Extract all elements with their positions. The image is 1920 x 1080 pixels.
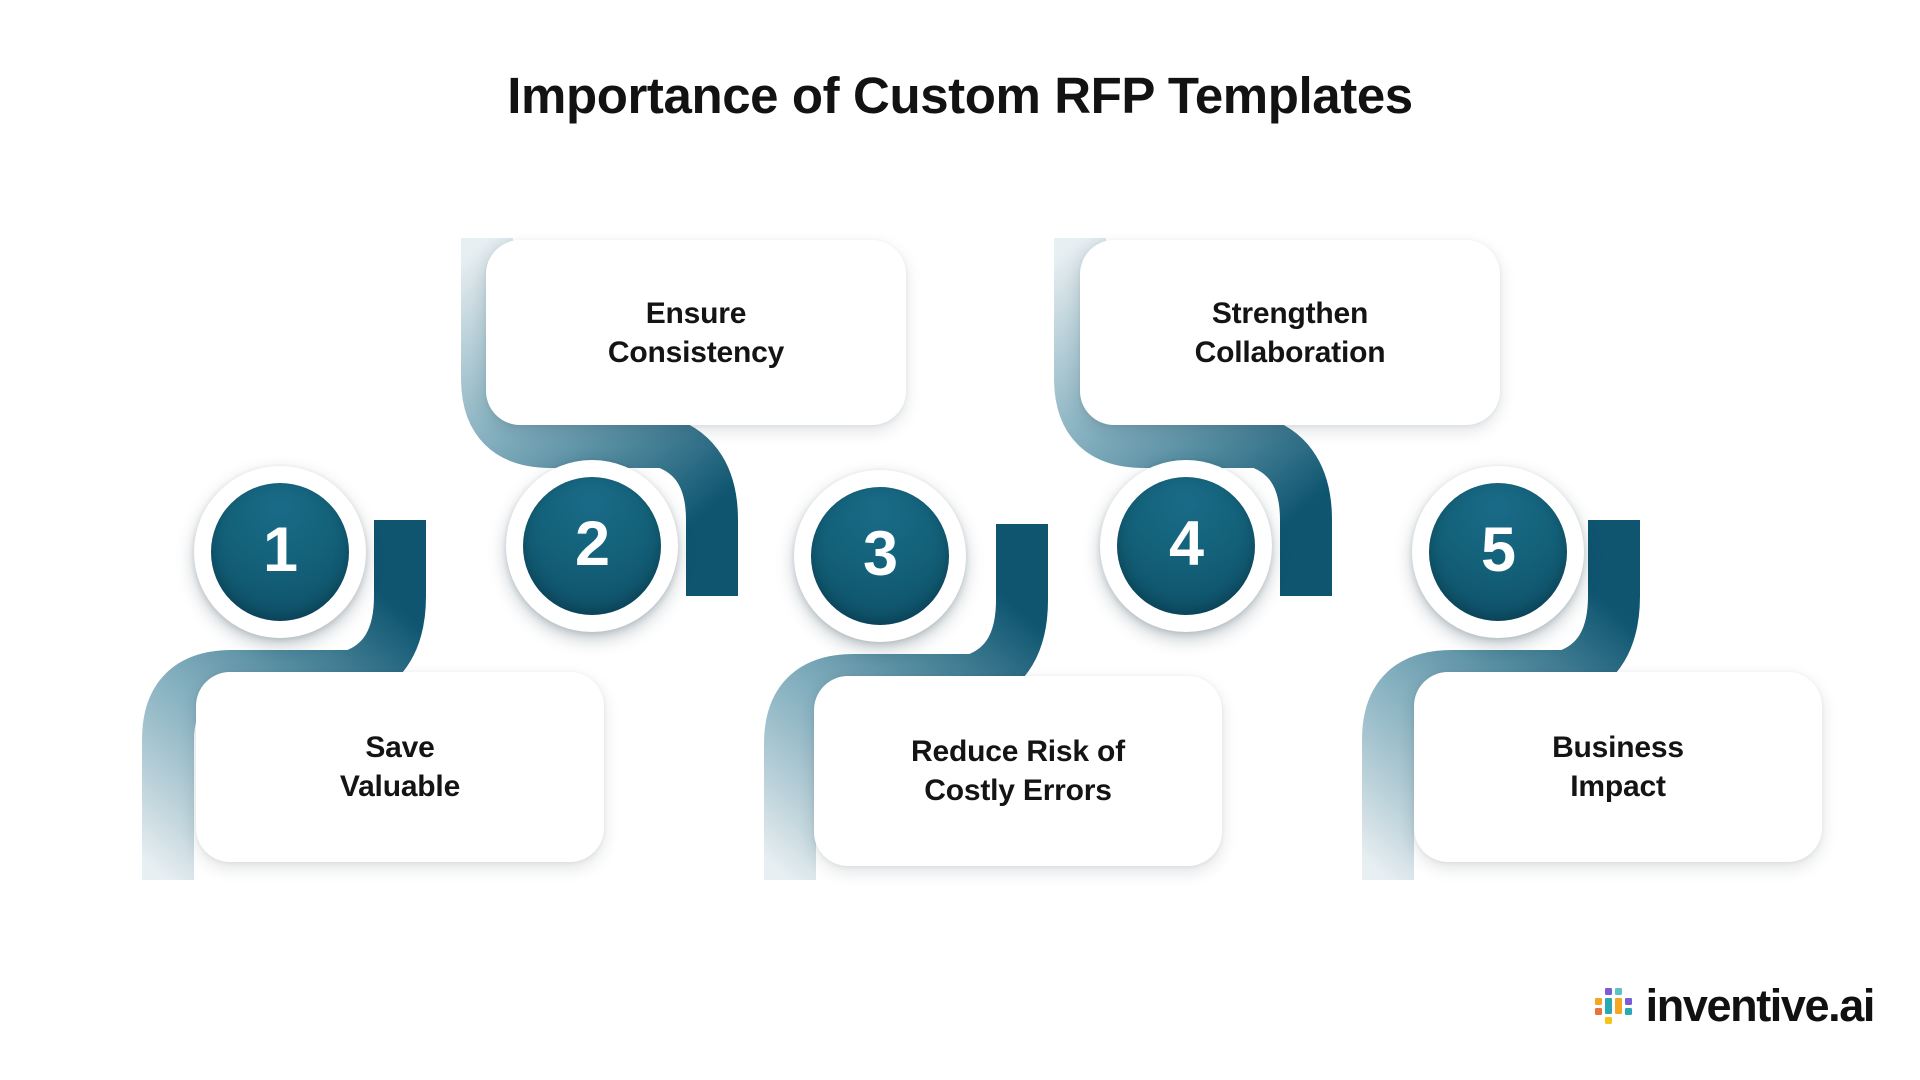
step-circle-5[interactable]: 5 <box>1412 466 1584 638</box>
page-title: Importance of Custom RFP Templates <box>507 67 1413 124</box>
step-circle-4[interactable]: 4 <box>1100 460 1272 632</box>
logo-word: inventive <box>1645 980 1830 1031</box>
step-card-1-line2: Valuable <box>339 770 461 803</box>
step-circle-3-number: 3 <box>862 518 898 589</box>
step-card-4-line1: Strengthen <box>1211 296 1369 330</box>
step-card-4[interactable]: Strengthen Collaboration <box>1080 240 1500 425</box>
step-card-5-label: Business Impact <box>1530 728 1706 806</box>
step-card-1-line1: Save <box>365 731 435 764</box>
step-card-4-label: Strengthen Collaboration <box>1173 294 1408 372</box>
step-card-1-label: Save Valuable <box>318 728 482 806</box>
step-circle-5-number: 5 <box>1480 514 1516 585</box>
step-circle-1-core: 1 <box>211 483 349 621</box>
step-card-5-line2: Impact <box>1570 770 1666 803</box>
step-card-5[interactable]: Business Impact <box>1414 672 1822 862</box>
step-circle-1[interactable]: 1 <box>194 466 366 638</box>
step-circle-2-core: 2 <box>523 477 661 615</box>
step-circle-4-number: 4 <box>1168 508 1204 579</box>
step-circle-2-number: 2 <box>574 508 610 579</box>
step-card-4-line2: Collaboration <box>1194 335 1386 369</box>
step-card-3-line1: Reduce Risk of <box>911 735 1125 768</box>
step-circle-1-number: 1 <box>262 514 298 585</box>
logo-suffix: .ai <box>1828 980 1875 1031</box>
inventive-logo-text: inventive.ai <box>1645 980 1876 1031</box>
step-circle-3[interactable]: 3 <box>794 470 966 642</box>
step-circle-3-core: 3 <box>811 487 949 625</box>
step-card-2-label: Ensure Consistency <box>586 294 806 372</box>
step-card-2-line1: Ensure <box>645 296 747 330</box>
inventive-logo-mark <box>1594 987 1632 1024</box>
step-card-3-line2: Costly Errors <box>924 774 1112 807</box>
step-circle-4-core: 4 <box>1117 477 1255 615</box>
step-card-2-line2: Consistency <box>607 335 785 369</box>
step-card-5-line1: Business <box>1552 731 1684 764</box>
step-circle-2[interactable]: 2 <box>506 460 678 632</box>
brand-logo: inventive.ai <box>1593 980 1876 1031</box>
step-card-2[interactable]: Ensure Consistency <box>486 240 906 425</box>
step-circle-5-core: 5 <box>1429 483 1567 621</box>
step-card-3-label: Reduce Risk of Costly Errors <box>889 732 1147 810</box>
step-card-1[interactable]: Save Valuable <box>196 672 604 862</box>
step-card-3[interactable]: Reduce Risk of Costly Errors <box>814 676 1222 866</box>
